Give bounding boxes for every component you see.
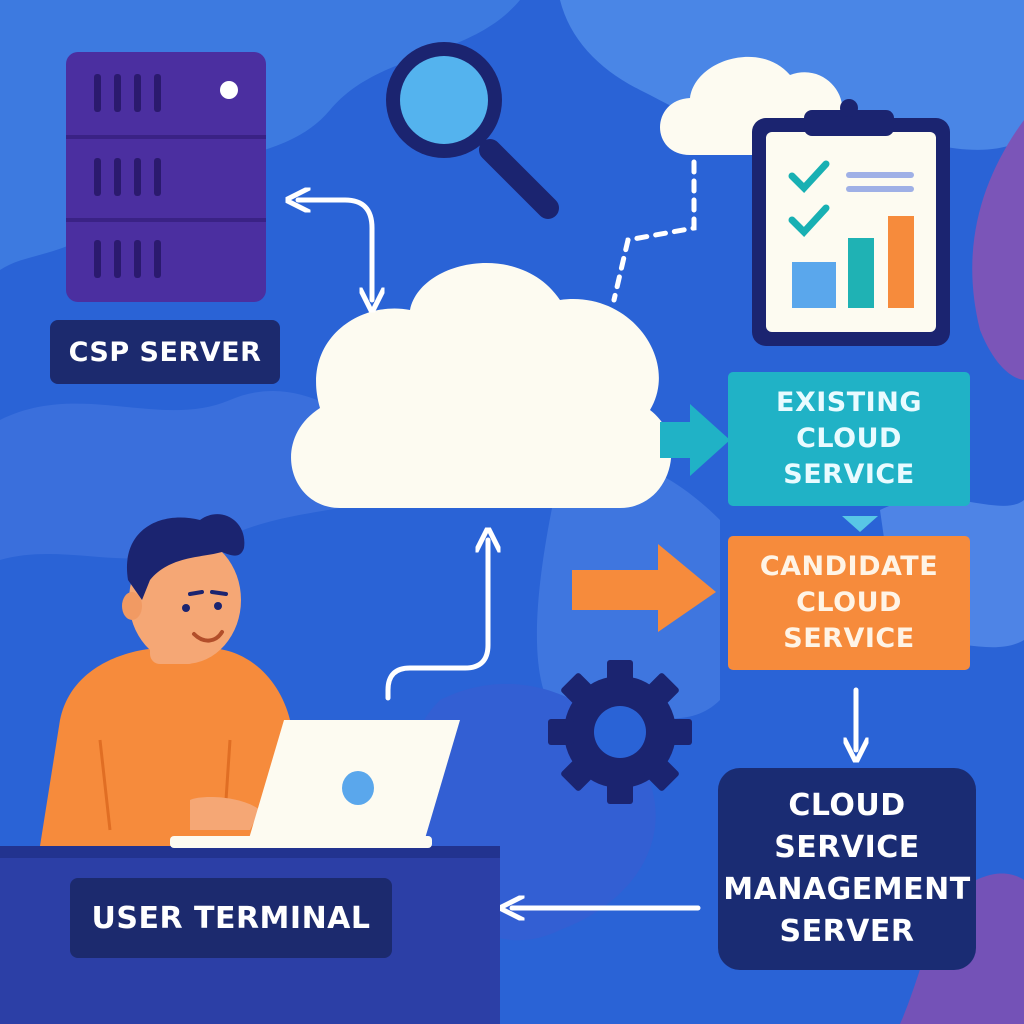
csp-cloud-arrow	[298, 200, 372, 300]
existing-service-text: EXISTING CLOUD SERVICE	[776, 387, 922, 490]
user-terminal-label: USER TERMINAL	[70, 878, 392, 958]
dashed-connector	[611, 159, 697, 303]
user-terminal-text: USER TERMINAL	[91, 900, 371, 936]
existing-service-box: EXISTING CLOUD SERVICE	[728, 372, 970, 506]
laptop-icon	[170, 720, 460, 848]
gear-icon	[548, 660, 692, 804]
management-server-box: CLOUD SERVICE MANAGEMENT SERVER	[718, 768, 976, 970]
cloud-existing-arrow	[660, 404, 730, 476]
magnifier-icon	[386, 42, 559, 219]
candidate-input-arrow	[572, 544, 716, 632]
csp-server-label: CSP SERVER	[50, 320, 280, 384]
person-illustration	[40, 514, 300, 846]
candidate-service-box: CANDIDATE CLOUD SERVICE	[728, 536, 970, 670]
clipboard-chart-icon	[752, 99, 950, 346]
laptop-cloud-arrow	[385, 540, 488, 701]
server-icon	[66, 52, 266, 302]
cloud-icon	[291, 262, 672, 508]
management-server-text: CLOUD SERVICE MANAGEMENT SERVER	[723, 788, 971, 949]
candidate-service-text: CANDIDATE CLOUD SERVICE	[759, 551, 939, 654]
existing-candidate-pointer	[842, 516, 878, 532]
csp-server-text: CSP SERVER	[68, 336, 262, 368]
